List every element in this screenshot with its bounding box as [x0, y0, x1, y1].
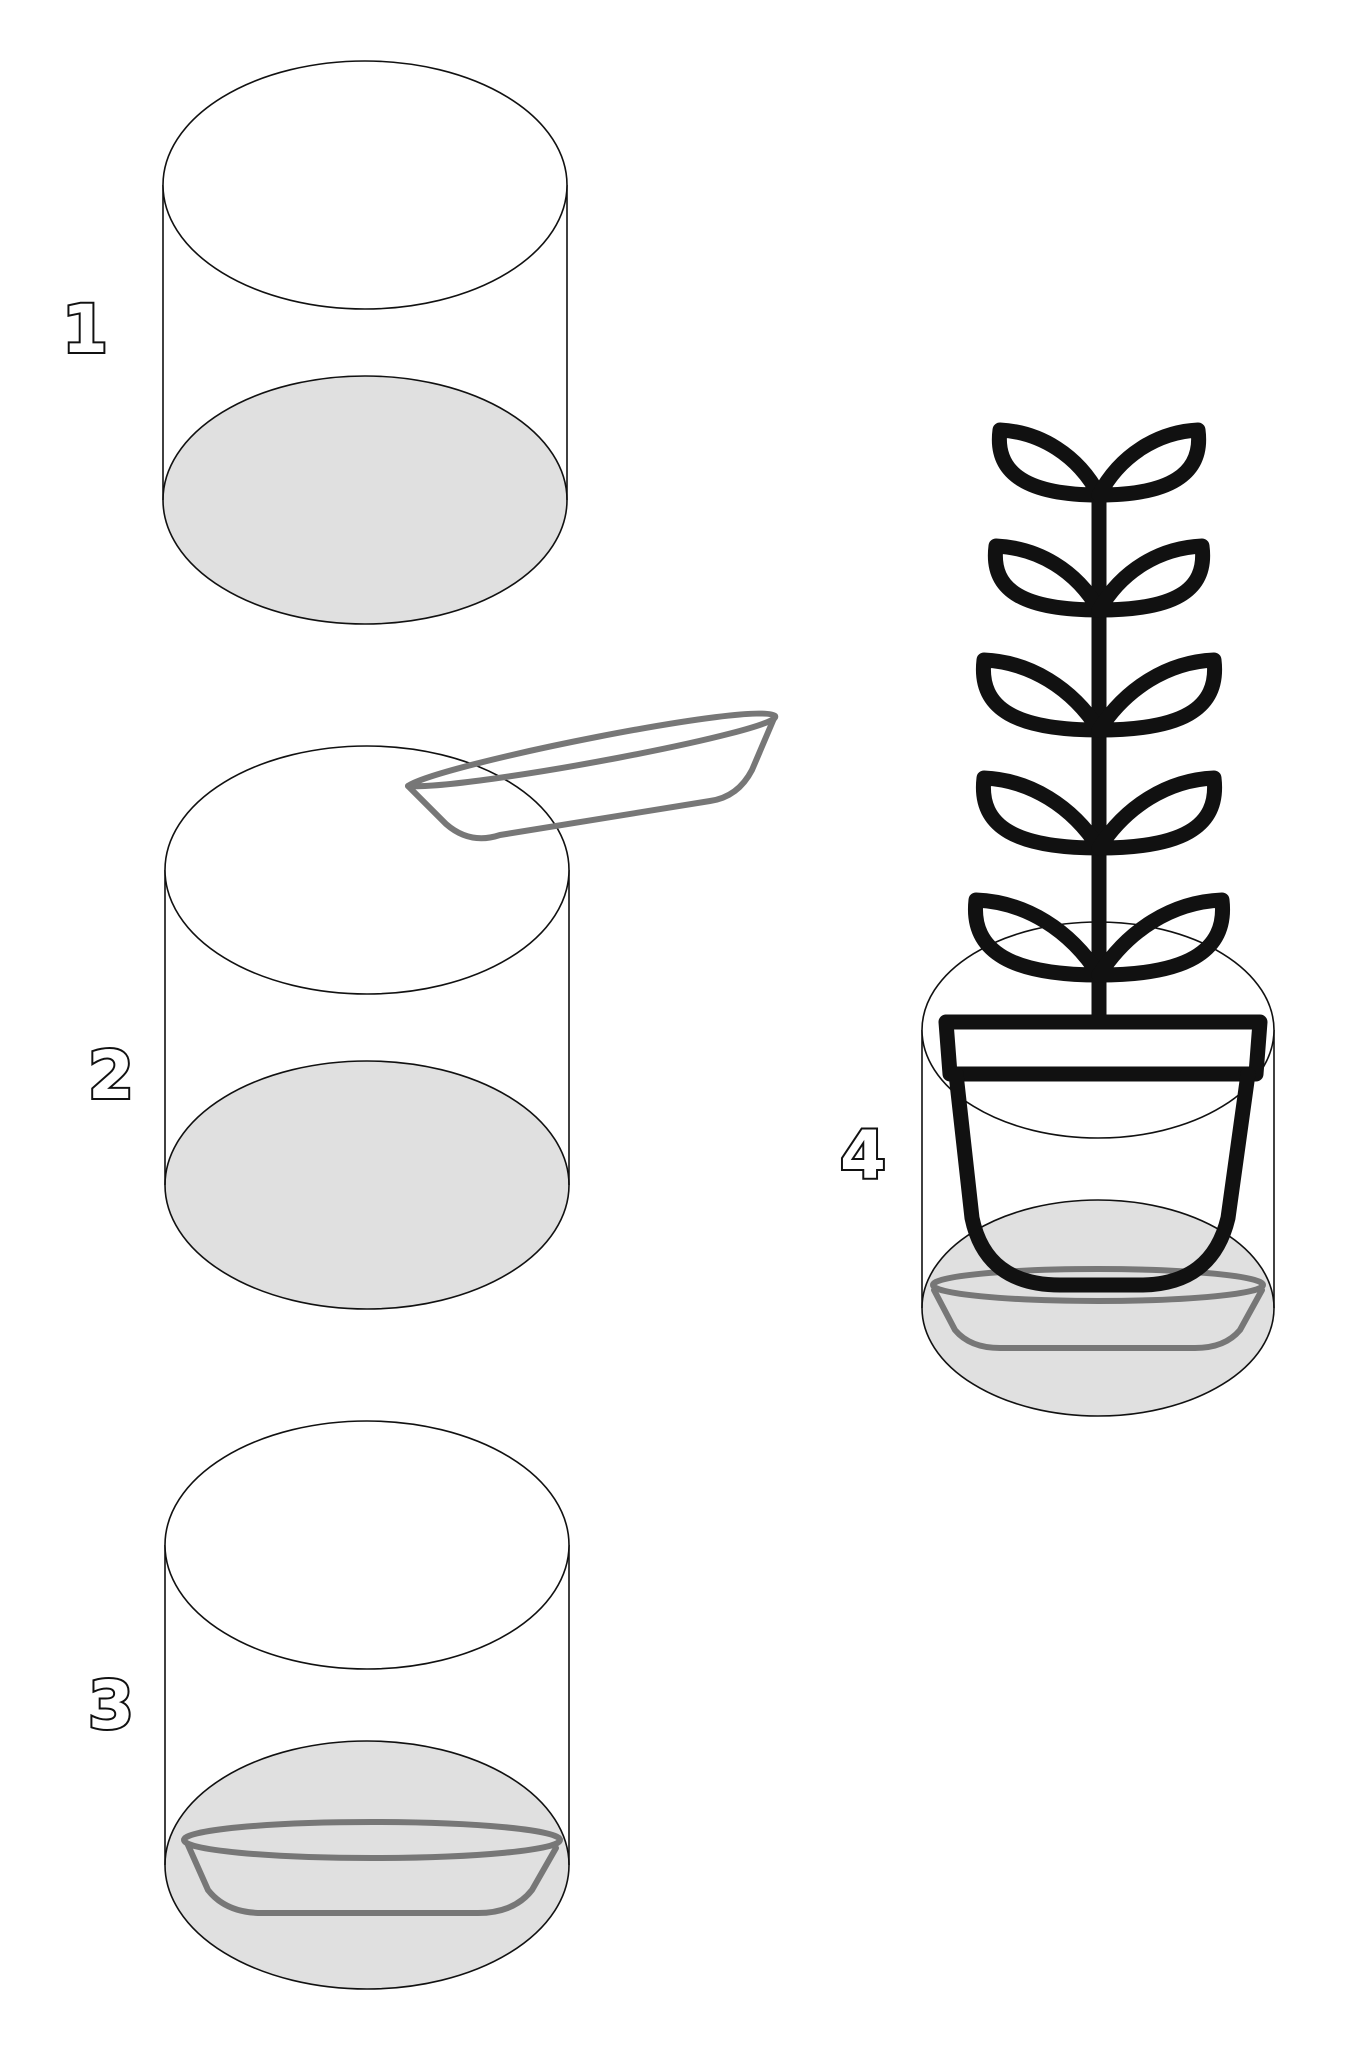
step-2-cylinder-floor: [164, 1060, 570, 1310]
plant-leaf-left-1: [991, 422, 1107, 503]
plant-leaf-right-1: [1091, 422, 1207, 503]
step-3-saucer-body: [185, 1842, 559, 1916]
plant-leaf-right-5: [1091, 892, 1231, 983]
step-4-number: 4: [840, 1117, 886, 1194]
plant-leaf-left-3: [975, 652, 1107, 738]
step-1-cylinder: [162, 60, 568, 625]
step-1-cylinder-top: [162, 60, 568, 310]
step-2-number: 2: [88, 1037, 134, 1114]
plant-pot-body: [948, 1066, 1256, 1293]
step-3-number: 3: [88, 1667, 134, 1744]
step-2-cylinder: [164, 745, 570, 1310]
step-3-saucer-rim: [181, 1819, 563, 1861]
plant-leaf-left-2: [987, 538, 1107, 618]
step-4-saucer-rim: [930, 1266, 1266, 1304]
plant-leaf-right-2: [1091, 538, 1211, 618]
step-2-cylinder-top: [164, 745, 570, 995]
step-2-saucer-body: [405, 713, 778, 842]
step-3-cylinder: [164, 1420, 570, 1990]
step-4-saucer: [930, 1266, 1266, 1351]
plant-leaf-left-5: [967, 892, 1107, 983]
step-3: 3: [86, 1420, 570, 1990]
step-4-cylinder: [921, 921, 1275, 1417]
step-3-saucer: [181, 1819, 563, 1916]
step-3-cylinder-floor: [164, 1740, 570, 1990]
step-4-saucer-body: [931, 1287, 1265, 1351]
step-1: 1: [60, 60, 568, 625]
plant-leaf-left-4: [975, 770, 1107, 856]
step-1-number: 1: [62, 291, 108, 368]
plant-leaf-right-3: [1091, 652, 1223, 738]
potted-plant-icon: [938, 422, 1268, 1293]
plant-pot-rim: [938, 1014, 1268, 1082]
step-1-cylinder-floor: [162, 375, 568, 625]
step-3-cylinder-top: [164, 1420, 570, 1670]
step-4: 4: [838, 422, 1275, 1417]
step-2-tilted-saucer: [405, 710, 779, 842]
plant-leaf-right-4: [1091, 770, 1223, 856]
step-2: 2: [86, 710, 779, 1310]
